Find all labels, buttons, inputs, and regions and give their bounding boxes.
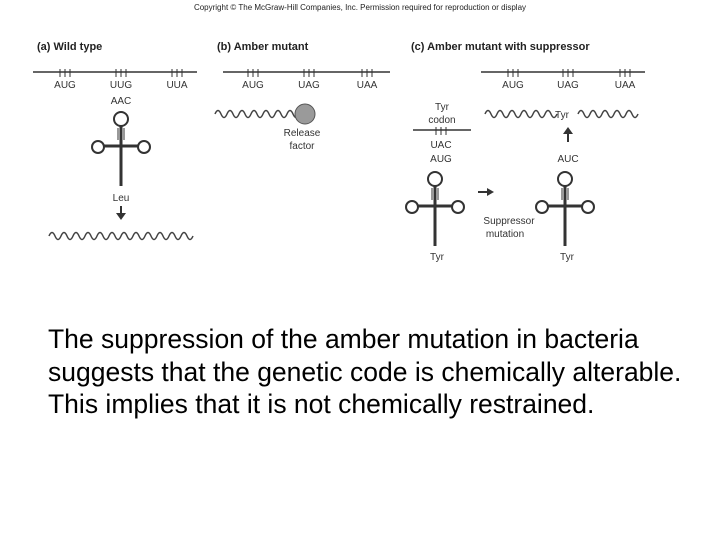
codon-tick-c-2 <box>562 68 574 78</box>
polypeptide-chain-c-left <box>484 109 558 119</box>
codon-tick-b-1 <box>247 68 259 78</box>
codon-tick-c-3 <box>619 68 631 78</box>
codon-tick-b-3 <box>361 68 373 78</box>
panel-a-title: (a) Wild type <box>37 41 102 53</box>
panel-b-title: (b) Amber mutant <box>217 41 309 53</box>
codon-tick-a-3 <box>171 68 183 78</box>
codon-a-2: UUG <box>110 80 132 91</box>
codon-uac: UAC <box>430 140 451 151</box>
panel-c: (c) Amber mutant with suppressor AUG UAG… <box>404 41 645 263</box>
tyr-codon-label-line2: codon <box>428 115 455 126</box>
codon-c-2: UAG <box>557 80 579 91</box>
copyright-notice: Copyright © The McGraw-Hill Companies, I… <box>193 3 527 12</box>
arrow-up-icon <box>563 127 573 142</box>
polypeptide-chain-c-right <box>577 109 639 119</box>
right-amino-acid-c: Tyr <box>560 252 575 263</box>
polypeptide-chain-b <box>214 109 306 119</box>
codon-tick-c-tyr <box>435 126 447 136</box>
tyr-codon-label-line1: Tyr <box>435 102 450 113</box>
left-amino-acid-c: Tyr <box>430 252 445 263</box>
codon-b-1: AUG <box>242 80 264 91</box>
left-anticodon-c: AUG <box>430 154 452 165</box>
codon-tick-c-1 <box>507 68 519 78</box>
codon-tick-b-2 <box>303 68 315 78</box>
codon-c-1: AUG <box>502 80 524 91</box>
codon-tick-a-1 <box>59 68 71 78</box>
trna-tyr-right <box>534 170 596 248</box>
suppressor-label-line1: Suppressor <box>483 216 535 227</box>
panel-a: (a) Wild type AUG UUG UUA AAC Leu <box>33 41 197 241</box>
release-factor-label-line2: factor <box>289 141 315 152</box>
arrow-down-icon <box>116 206 126 220</box>
trna-tyr-left <box>404 170 466 248</box>
panel-b: (b) Amber mutant AUG UAG UAA Release fac… <box>214 41 390 152</box>
codon-b-3: UAA <box>357 80 378 91</box>
caption-text: The suppression of the amber mutation in… <box>48 324 682 419</box>
top-amino-acid-c: Tyr <box>555 110 570 121</box>
suppressor-label-line2: mutation <box>486 229 524 240</box>
amber-suppression-figure: (a) Wild type AUG UUG UUA AAC Leu (b) Am… <box>25 30 660 280</box>
release-factor-label-line1: Release <box>284 128 321 139</box>
anticodon-a: AAC <box>111 96 132 107</box>
codon-a-3: UUA <box>166 80 187 91</box>
panel-c-title: (c) Amber mutant with suppressor <box>411 41 590 53</box>
arrow-right-icon <box>478 188 494 196</box>
amino-acid-a: Leu <box>113 193 130 204</box>
codon-b-2: UAG <box>298 80 320 91</box>
polypeptide-chain-a <box>48 231 194 241</box>
codon-a-1: AUG <box>54 80 76 91</box>
trna-leu <box>90 110 152 188</box>
codon-tick-a-2 <box>115 68 127 78</box>
right-anticodon-c: AUC <box>557 154 578 165</box>
codon-c-3: UAA <box>615 80 636 91</box>
release-factor-icon <box>294 103 316 125</box>
